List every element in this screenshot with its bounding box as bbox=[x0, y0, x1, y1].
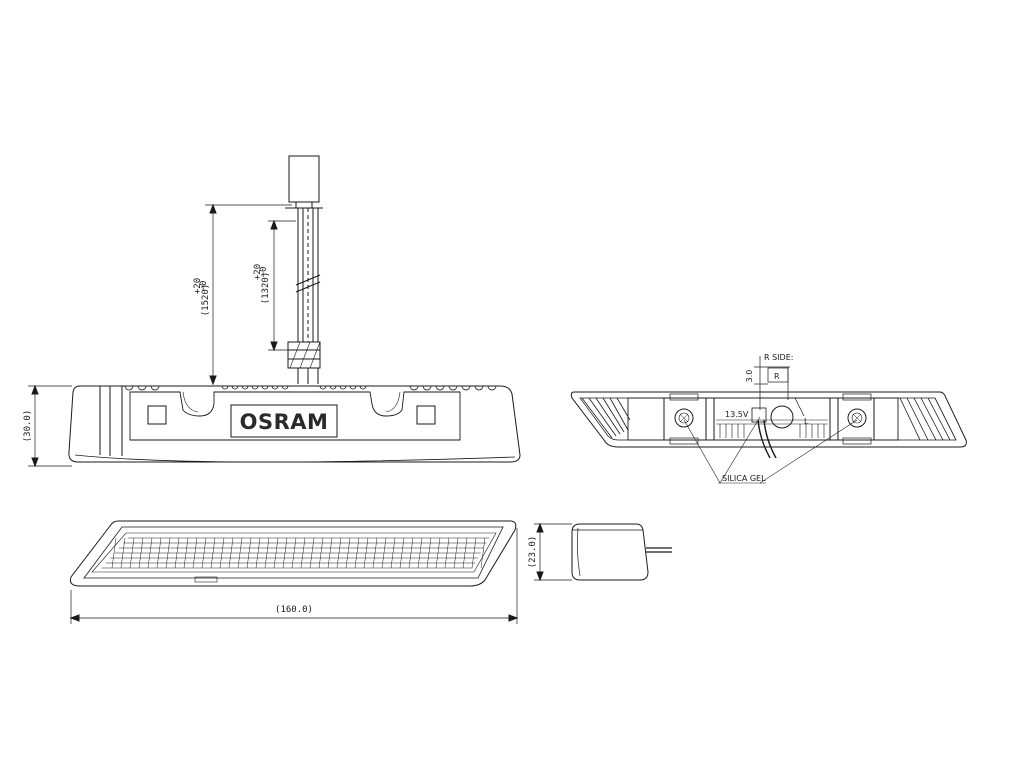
front-view bbox=[28, 155, 521, 468]
voltage-label: 13.5V bbox=[725, 410, 749, 419]
cable-long-dimension-label: (1520) bbox=[201, 284, 211, 317]
cable-short-dimension-label: (1320) bbox=[261, 272, 271, 305]
depth-dimension bbox=[534, 522, 572, 582]
cable-long-tol-plus: +20 bbox=[193, 278, 203, 294]
cable-short-tol-plus: +20 bbox=[253, 264, 263, 280]
l-letter: L bbox=[804, 417, 809, 426]
cable-short-tol-minus: −0 bbox=[259, 267, 269, 278]
screw-hole-right bbox=[847, 408, 867, 428]
silica-gel-label: SILICA GEL bbox=[722, 474, 766, 483]
ribs-left bbox=[581, 397, 631, 439]
top-view bbox=[69, 520, 519, 624]
brand-label: OSRAM bbox=[240, 410, 329, 434]
length-dimension bbox=[69, 528, 519, 624]
cable-grommet bbox=[287, 341, 321, 369]
r-side-label: R SIDE: bbox=[764, 353, 793, 362]
cable-bundle bbox=[295, 208, 321, 384]
cable-long-tol-minus: −0 bbox=[199, 281, 209, 292]
screw-hole-left bbox=[674, 408, 694, 428]
vent-slots bbox=[124, 385, 497, 391]
r-letter: R bbox=[774, 372, 780, 381]
ribs-right bbox=[899, 397, 957, 441]
r-side-marker bbox=[754, 356, 805, 417]
height-dimension-label: (30.0) bbox=[23, 410, 33, 443]
back-view bbox=[570, 356, 967, 484]
depth-dimension-label: (23.0) bbox=[528, 536, 538, 569]
side-view bbox=[534, 522, 672, 582]
cable-dimension-lines bbox=[205, 203, 296, 386]
housing-front bbox=[68, 385, 521, 463]
silica-gel-leaders bbox=[683, 416, 858, 484]
connector-plug bbox=[285, 155, 323, 209]
height-dimension bbox=[28, 384, 72, 468]
brand-plate bbox=[230, 404, 338, 438]
lens-grid bbox=[101, 537, 490, 569]
length-dimension-label: (160.0) bbox=[275, 605, 313, 615]
r-side-offset-label: 3.0 bbox=[745, 370, 754, 383]
